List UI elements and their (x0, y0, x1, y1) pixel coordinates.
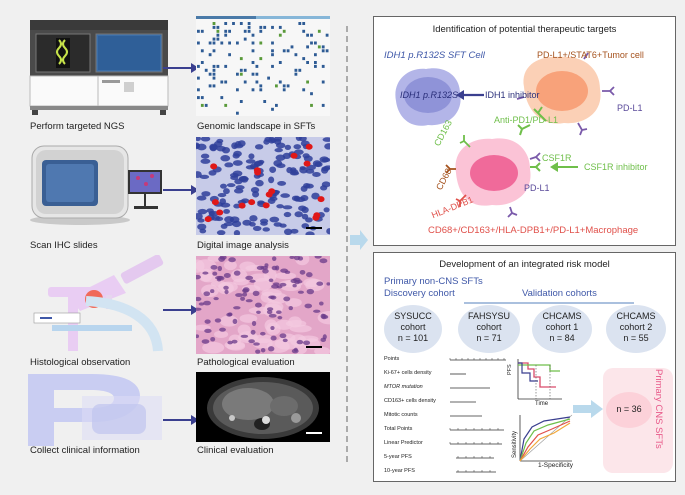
discovery-cohort-label: Discovery cohort (384, 288, 455, 299)
nomogram-axes (449, 358, 506, 473)
result-label-clinical: Clinical evaluation (197, 445, 274, 456)
roc-curve-plot (519, 414, 573, 462)
therapeutic-targets-panel: Identification of potential therapeutic … (373, 16, 676, 246)
csf1r-label: CSF1R (542, 153, 572, 163)
step-label-clinical: Collect clinical information (30, 445, 140, 456)
validation-cohorts-label: Validation cohorts (522, 288, 597, 299)
step-label-ngs: Perform targeted NGS (30, 121, 125, 132)
macrophage-label: CD68+/CD163+/HLA-DPB1+/PD-L1+Macrophage (428, 225, 639, 236)
nomogram-row-cd163: CD163+ cells density (384, 398, 436, 404)
clinical-info-icon (28, 374, 162, 446)
km-curve-plot (517, 359, 562, 400)
nomogram-row-mtor: MTOR mutation (384, 384, 423, 390)
step-label-ihc: Scan IHC slides (30, 240, 98, 251)
result-label-digital: Digital image analysis (197, 240, 289, 251)
nomogram-row-5yr: 5-year PFS (384, 454, 412, 460)
anti-pd1-label: Anti-PD1/PD-L1 (494, 115, 559, 125)
cohort-cns: n = 36 (606, 392, 652, 428)
validation-bracket (464, 302, 634, 304)
km-y-label: PFS (507, 364, 513, 375)
pdl1-macrophage-label: PD-L1 (524, 183, 550, 193)
risk-model-panel: Development of an integrated risk model … (373, 252, 676, 482)
slide-scanner-icon (30, 145, 162, 225)
step-label-histology: Histological observation (30, 357, 131, 368)
targets-diagram (395, 52, 615, 218)
arrow-clinical (163, 415, 199, 425)
ihc-digital-image (196, 137, 330, 235)
arrow-histology (163, 305, 199, 315)
roc-x-label: 1-Specificity (538, 462, 574, 469)
result-label-pathology: Pathological evaluation (197, 357, 295, 368)
nomogram-row-ki67: Ki-67+ cells density (384, 370, 432, 376)
nomogram-row-linear: Linear Predictor (384, 440, 423, 446)
nomogram-row-total: Total Points (384, 426, 413, 432)
sft-cell-inner-label: IDH1 p.R132S (400, 90, 459, 100)
targets-panel-title: Identification of potential therapeutic … (432, 24, 617, 35)
he-histology-image (196, 256, 330, 354)
mri-image (196, 372, 330, 442)
nomogram-row-points: Points (384, 356, 400, 362)
arrow-ihc (163, 185, 199, 195)
result-label-genomic: Genomic landscape in SFTs (197, 121, 316, 132)
sequencer-machine-icon (29, 20, 169, 115)
idh1-inhibitor-label: IDH1 inhibitor (485, 90, 540, 100)
primary-cns-label: Primary CNS SFTs (653, 369, 664, 449)
dashed-separator (346, 26, 348, 466)
oncoplot-image (196, 16, 330, 116)
arrow-ngs (163, 63, 199, 73)
nomogram-row-mitotic: Mitotic counts (384, 412, 418, 418)
arrow-to-cns (573, 400, 603, 418)
risk-panel-title: Development of an integrated risk model (439, 259, 610, 270)
nomogram-row-10yr: 10-year PFS (384, 468, 415, 474)
microscope-icon (33, 255, 164, 352)
flow-arrow (350, 230, 368, 250)
csf1r-inhibitor-label: CSF1R inhibitor (584, 162, 648, 172)
tumor-cell-label: PD-L1+/STAT6+Tumor cell (537, 50, 644, 60)
km-x-label: Time (535, 401, 549, 407)
primary-non-cns-label: Primary non-CNS SFTs (384, 276, 483, 287)
sft-cell-label: IDH1 p.R132S SFT Cell (384, 50, 485, 61)
roc-y-label: Sensitivity (512, 430, 518, 458)
pdl1-tumor-label: PD-L1 (617, 103, 643, 113)
